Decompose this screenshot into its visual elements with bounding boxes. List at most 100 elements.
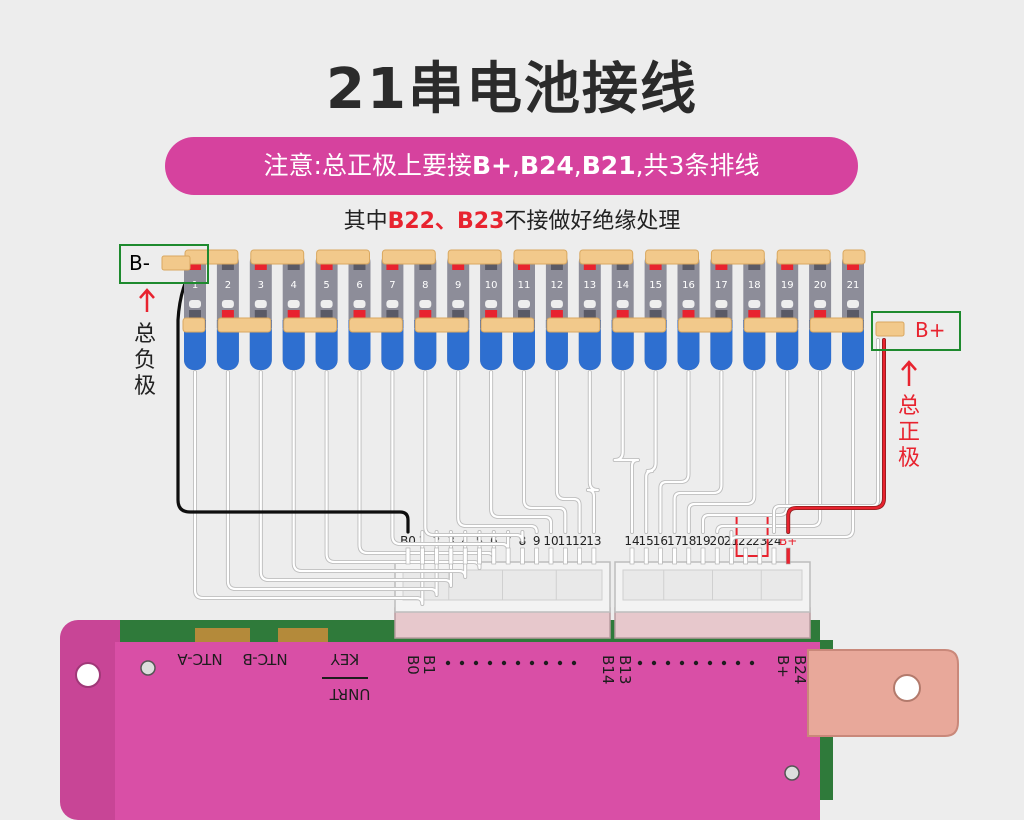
battery-cell: 3 — [249, 252, 272, 370]
silk-dot — [501, 660, 507, 666]
wire-balance — [193, 370, 424, 606]
wire-balance — [292, 370, 467, 579]
pin-wire-end — [643, 547, 649, 565]
wire-positive — [787, 338, 886, 534]
up-arrow-icon — [139, 288, 155, 312]
pin-wire-end — [548, 547, 554, 565]
silk-unrt: UNRT — [329, 685, 371, 703]
pin-label-right: 18 — [681, 534, 696, 548]
positive-tag-box: B+ — [871, 311, 961, 351]
pin-label-right: 15 — [639, 534, 654, 548]
pin-label-left: 10 — [543, 534, 558, 548]
cell-window — [682, 300, 695, 308]
mount-hole-icon — [75, 662, 101, 688]
cell-window — [649, 300, 662, 308]
wire-balance — [424, 370, 524, 543]
negative-tag-box: B- — [119, 244, 209, 284]
nickel-strip-top — [710, 249, 765, 265]
cell-number: 19 — [781, 280, 794, 291]
pin-wire-end — [577, 547, 582, 565]
silk-dot — [749, 660, 755, 666]
cell-window — [221, 300, 234, 308]
silk-dot — [665, 660, 671, 666]
pin-label-right: 14 — [624, 534, 639, 548]
silk-ntc-b-group: NTC-B — [242, 650, 287, 668]
battery-cell: 19 — [776, 252, 799, 370]
battery-cell: 15 — [644, 252, 667, 370]
battery-cell: 5 — [315, 252, 338, 370]
connector-left-base — [394, 607, 611, 639]
cell-number: 12 — [551, 280, 564, 291]
pin-wire-end — [743, 547, 748, 565]
cell-window — [287, 300, 300, 308]
battery-cell: 8 — [414, 252, 437, 370]
wire-balance — [701, 370, 789, 534]
pin-label-right: 19 — [695, 534, 710, 548]
nickel-strip-bottom — [480, 317, 535, 333]
copper-busbar — [807, 649, 959, 737]
cell-number: 21 — [847, 280, 860, 291]
silk-dot — [571, 660, 577, 666]
silk-b13: B13 — [616, 655, 634, 684]
silk-b14-group: B14 — [599, 655, 617, 684]
silk-dot — [445, 660, 451, 666]
battery-cell: 20 — [809, 252, 832, 370]
cell-number: 11 — [518, 280, 531, 291]
silk-dot — [693, 660, 699, 666]
silk-dot — [473, 660, 479, 666]
pin-label-left: 13 — [586, 534, 601, 548]
silk-dot — [735, 660, 741, 666]
wire-balance — [716, 370, 822, 534]
pin-wire-end — [686, 547, 692, 565]
nickel-strip-top — [513, 249, 568, 265]
silk-dot — [543, 660, 549, 666]
silk-key-group: KEY — [330, 650, 359, 668]
cell-window — [616, 300, 629, 308]
wire-balance — [555, 370, 581, 534]
silk-dot — [679, 660, 685, 666]
battery-cell: 6 — [348, 252, 371, 370]
battery-cell: 11 — [513, 252, 535, 370]
cell-window — [715, 300, 728, 308]
cell-number: 3 — [258, 280, 264, 291]
battery-cell: 18 — [743, 252, 766, 370]
silk-dot — [459, 660, 465, 666]
nickel-strip-top — [579, 249, 634, 265]
pin-wire-end — [714, 547, 720, 565]
pin-wire-end — [785, 547, 791, 565]
pin-wire-end — [562, 547, 568, 565]
negative-tag: B- — [129, 251, 150, 275]
silk-dot — [721, 660, 727, 666]
cell-window — [386, 300, 399, 308]
silk-bplus-group: B+ — [774, 655, 792, 678]
wire-negative — [176, 260, 410, 534]
nickel-strip-bottom — [809, 317, 864, 333]
silk-dot — [651, 660, 657, 666]
cell-number: 16 — [682, 280, 695, 291]
pin-wire-end — [505, 547, 511, 565]
cell-number: 6 — [356, 280, 362, 291]
pin-wire-end — [520, 547, 525, 565]
cell-number: 17 — [715, 280, 728, 291]
silk-b24-group: B24 — [791, 655, 809, 684]
silk-unrt-group: UNRT — [329, 685, 371, 703]
silk-dot — [637, 660, 643, 666]
battery-cell: 2 — [216, 252, 239, 370]
cell-number: 2 — [225, 280, 231, 291]
cell-window — [748, 300, 761, 308]
silk-bplus: B+ — [774, 655, 792, 678]
wire-balance — [673, 370, 723, 534]
battery-cell: 14 — [611, 252, 634, 370]
nickel-strip-last — [842, 249, 866, 265]
battery-cell: 4 — [282, 252, 305, 370]
wire-balance — [586, 370, 599, 534]
pin-label-left: 9 — [533, 534, 541, 548]
pin-label-right: 20 — [710, 534, 725, 548]
cell-window — [419, 300, 432, 308]
battery-cell: 9 — [447, 252, 470, 370]
battery-cell: 21 — [842, 252, 864, 370]
nickel-strip-top — [316, 249, 371, 265]
silk-key: KEY — [330, 650, 359, 668]
battery-cell: 17 — [710, 252, 733, 370]
